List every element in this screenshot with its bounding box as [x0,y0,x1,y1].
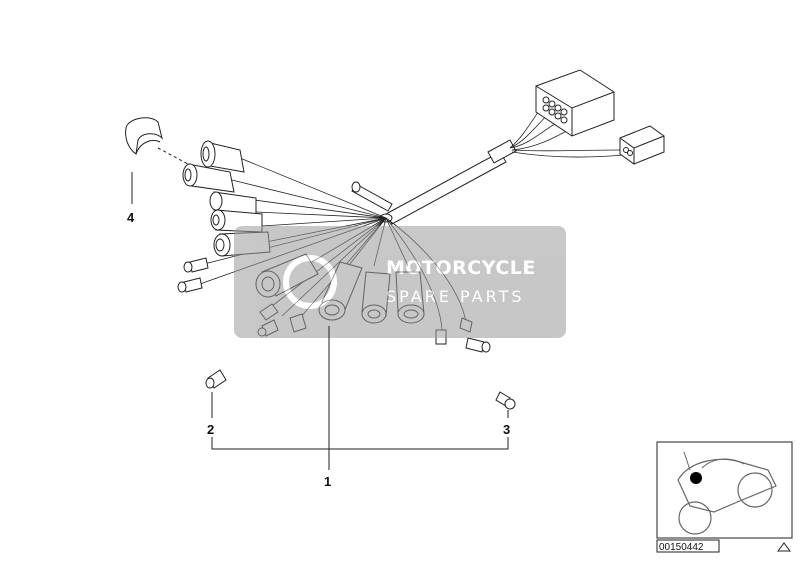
callout-3: 3 [503,422,510,437]
watermark-subtitle: SPARE PARTS [386,287,525,306]
sleeve-2 [182,163,235,193]
watermark: MOTORCYCLE SPARE PARTS [234,226,566,338]
sleeve-1 [200,140,245,173]
watermark-wheel-icon [283,255,337,309]
callout-1: 1 [324,474,331,489]
leader-lines [131,172,509,470]
callout-2: 2 [207,422,214,437]
triangle-icon [777,542,791,552]
multi-pin-connector [535,69,615,137]
bulb-part-2 [205,369,227,389]
location-marker-icon [690,472,702,484]
callout-4: 4 [127,210,135,225]
reference-box: 00150442 [656,539,720,553]
bulb-part-3 [495,391,516,410]
watermark-background [234,226,566,338]
watermark-title: MOTORCYCLE [386,257,536,279]
bulb-plugs-left [177,257,209,293]
motorcycle-thumbnail-icon [656,441,793,539]
clip-part-4 [125,117,163,155]
diagram-number: 00150442 [659,542,704,553]
two-pin-connector [619,125,665,165]
